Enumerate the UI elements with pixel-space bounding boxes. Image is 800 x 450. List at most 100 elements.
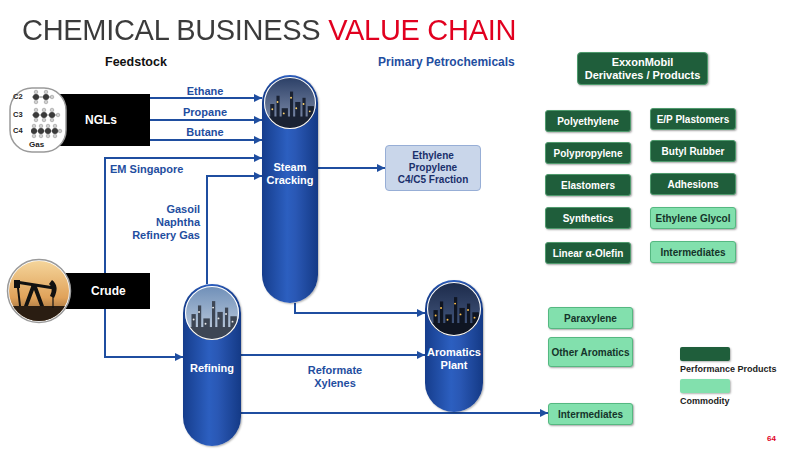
performance-product-box: Adhesions <box>650 173 736 195</box>
node-text: Intermediates <box>558 409 623 420</box>
photo-content <box>185 286 239 340</box>
photo-ring <box>186 287 239 340</box>
plant-tower <box>185 327 239 340</box>
connector <box>105 309 183 361</box>
connector <box>207 172 262 284</box>
crude-icon <box>6 258 72 324</box>
arrow-head <box>254 172 262 180</box>
legend-text: Performance Products <box>680 364 777 374</box>
connector <box>318 164 385 172</box>
connector <box>241 351 425 359</box>
section-heading: Primary Petrochemicals <box>378 55 515 69</box>
node-text: Steam Cracking <box>262 161 318 187</box>
edge-label: Gasoil Naphtha Refinery Gas <box>124 203 200 242</box>
photo-sky <box>427 282 481 336</box>
plant-light <box>290 97 292 99</box>
node-text: Elastomers <box>561 180 615 191</box>
connector-line <box>105 309 183 357</box>
node-text: Aromatics Plant <box>425 346 483 372</box>
performance-product-box: Butyl Rubber <box>650 140 736 162</box>
arrow-head <box>254 154 262 162</box>
plant-light <box>271 108 273 110</box>
plant-light <box>303 103 305 105</box>
plant-light <box>193 319 195 321</box>
arrow-head <box>540 409 548 417</box>
plant-tower <box>264 117 316 129</box>
arrow-head <box>254 94 262 102</box>
edge-label: Reformate Xylenes <box>300 364 370 390</box>
photo-content <box>264 77 316 129</box>
legend-swatch <box>680 347 730 361</box>
node-text: Intermediates <box>660 247 725 258</box>
performance-product-box: Synthetics <box>545 207 631 229</box>
performance-product-box: Polypropylene <box>545 142 631 164</box>
node-text: Other Aromatics <box>552 347 630 358</box>
performance-product-box: Elastomers <box>545 174 631 196</box>
process-unit: Aromatics Plant <box>425 280 483 412</box>
feedstock-box: NGLs <box>55 94 150 146</box>
photo-ring <box>428 283 481 336</box>
node-text: Ethylene Glycol <box>655 213 730 224</box>
molecule-label: C3 <box>13 110 23 119</box>
connector-line <box>150 139 262 141</box>
plant-light <box>205 323 207 325</box>
plant-light <box>212 307 214 309</box>
page-number: 64 <box>767 434 776 443</box>
arrow-head <box>175 353 183 361</box>
node-text: Crude <box>91 284 126 298</box>
plant-light <box>474 317 476 319</box>
process-unit: Refining <box>183 284 241 446</box>
legend-swatch <box>680 379 730 393</box>
page-title: CHEMICAL BUSINESS VALUE CHAIN <box>22 13 516 47</box>
arrow-head <box>417 351 425 359</box>
plant-light <box>277 101 279 103</box>
plant-light <box>283 112 285 114</box>
molecule-label: C4 <box>13 126 23 135</box>
edge-label: Propane <box>160 106 250 119</box>
plant-light <box>447 319 449 321</box>
connector <box>295 303 425 317</box>
photo-sky <box>264 77 316 129</box>
node-text: Butyl Rubber <box>662 146 725 157</box>
arrow-head <box>417 309 425 317</box>
plant-light <box>460 313 462 315</box>
commodity-product-box: Other Aromatics <box>548 337 633 367</box>
commodity-product-box: Paraxylene <box>548 307 633 329</box>
connector-line <box>295 303 425 313</box>
node-text: Refining <box>183 362 241 375</box>
commodity-product-box: Intermediates <box>650 241 736 263</box>
connector-line <box>207 176 262 284</box>
commodity-product-box: Intermediates <box>548 403 633 425</box>
plant-light <box>467 309 469 311</box>
node-text: Paraxylene <box>564 313 617 324</box>
arrow-head <box>254 136 262 144</box>
node-text: Synthetics <box>563 213 614 224</box>
edge-label: Butane <box>160 126 250 139</box>
plant-light <box>295 107 297 109</box>
node-text: Adhesions <box>667 179 718 190</box>
plant-light <box>435 315 437 317</box>
edge-label: Ethane <box>160 85 250 98</box>
connector <box>241 409 548 417</box>
connector-line <box>150 97 262 99</box>
plant-light <box>218 317 220 319</box>
performance-product-box: E/P Plastomers <box>650 108 736 130</box>
plant-light <box>225 313 227 315</box>
arrow-head <box>377 164 385 172</box>
legend-text: Commodity <box>680 396 730 406</box>
node-text: Polypropylene <box>554 148 623 159</box>
plant-tower <box>427 323 481 336</box>
plant-photo <box>427 282 481 336</box>
arrow-head <box>254 116 262 124</box>
molecule-label: Gas <box>29 140 44 149</box>
photo-ring <box>265 78 316 129</box>
plant-tower <box>191 314 195 340</box>
plant-light <box>454 303 456 305</box>
plant-photo <box>264 77 316 129</box>
plant-tower <box>433 310 437 336</box>
plant-photo <box>185 286 239 340</box>
node-text: Linear α-Olefin <box>553 248 624 259</box>
connector-line <box>241 354 425 356</box>
product-box: Ethylene Propylene C4/C5 Fraction <box>385 145 481 191</box>
node-text: ExxonMobil Derivatives / Products <box>582 56 703 82</box>
